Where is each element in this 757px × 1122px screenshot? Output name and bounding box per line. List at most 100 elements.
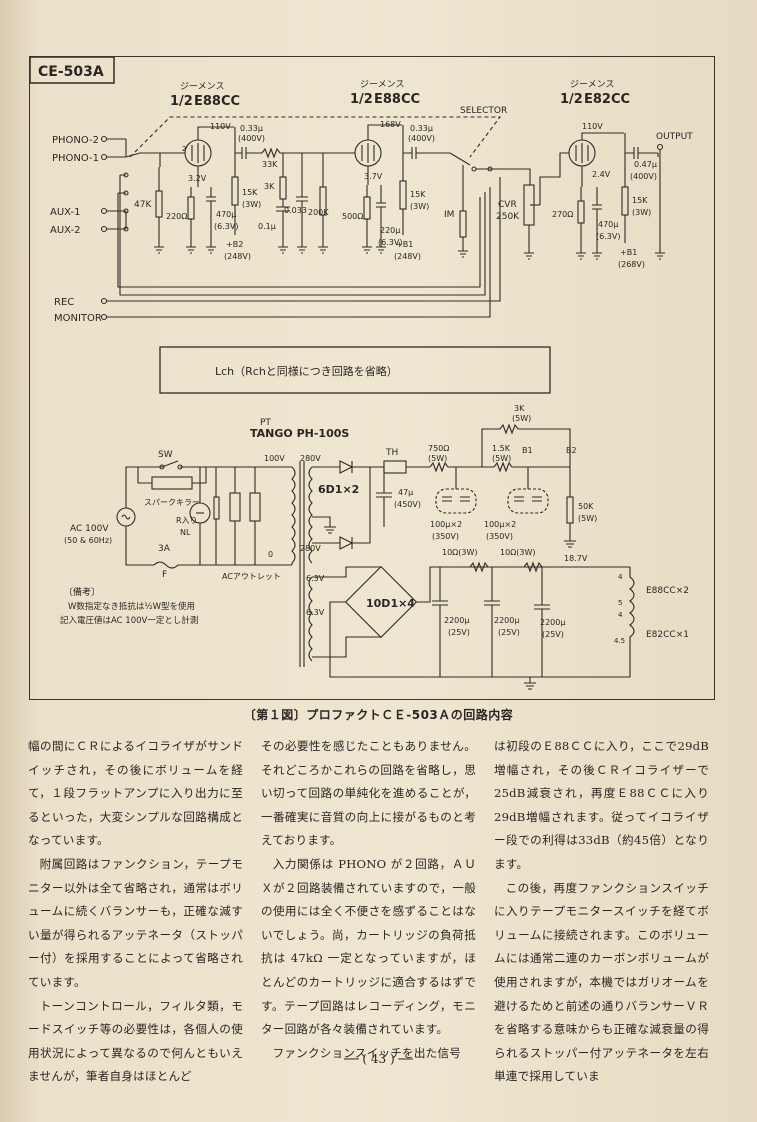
svg-text:2: 2 [182,145,186,153]
svg-text:(350V): (350V) [432,532,459,541]
svg-text:+B1: +B1 [620,248,637,257]
svg-text:(450V): (450V) [394,500,421,509]
svg-text:280V: 280V [300,544,321,553]
svg-text:(248V): (248V) [224,252,251,261]
svg-text:+B1: +B1 [396,240,413,249]
svg-text:10Ω(3W): 10Ω(3W) [442,548,478,557]
svg-text:R入り: R入り [176,516,198,525]
tube2-maker: ジーメンス [360,80,404,90]
svg-text:3.2V: 3.2V [188,174,207,183]
svg-text:10Ω(3W): 10Ω(3W) [500,548,536,557]
svg-text:750Ω: 750Ω [428,444,449,453]
svg-text:B1: B1 [522,446,533,455]
svg-text:200K: 200K [308,208,329,217]
svg-text:250K: 250K [496,212,520,222]
tube1-maker: ジーメンス [180,82,224,92]
svg-text:220μ: 220μ [380,226,400,235]
svg-text:0.47μ: 0.47μ [634,160,657,169]
input-aux2: AUX-2 [50,225,80,236]
svg-text:PT: PT [260,418,271,428]
svg-text:(5W): (5W) [492,454,511,463]
svg-text:CVR: CVR [498,200,517,210]
paragraph: 附属回路はファンクション，テープモニター以外は全て省略され，通常はボリュームに続… [28,856,243,989]
note-line-1: W数指定なき抵抗は½W型を使用 [68,601,195,612]
model-label: CE-503A [38,64,104,80]
svg-text:3.7V: 3.7V [364,172,383,181]
svg-text:280V: 280V [300,454,321,463]
input-phono2: PHONO-2 [52,135,99,146]
selector-label: SELECTOR [460,106,507,116]
svg-text:2200μ: 2200μ [444,616,469,625]
svg-text:(400V): (400V) [408,134,435,143]
svg-text:18.7V: 18.7V [564,554,588,563]
svg-text:0: 0 [268,550,273,559]
svg-text:NL: NL [180,528,191,537]
svg-text:TH: TH [385,448,398,458]
svg-text:0.33μ: 0.33μ [240,124,263,133]
svg-text:5: 5 [618,599,622,607]
svg-text:(25V): (25V) [498,628,520,637]
svg-text:500Ω: 500Ω [342,212,363,221]
svg-text:4.5: 4.5 [614,637,625,645]
svg-text:(400V): (400V) [630,172,657,181]
lch-note-box [159,346,551,394]
svg-text:B2: B2 [566,446,577,455]
svg-text:270Ω: 270Ω [552,210,573,219]
svg-text:SW: SW [158,450,173,460]
svg-text:15K: 15K [632,196,648,205]
svg-text:470μ: 470μ [216,210,236,219]
svg-text:(248V): (248V) [394,252,421,261]
text-column-2: その必要性を感じたこともありません。それどころかこれらの回路を省略し，思い切って… [261,735,476,1065]
svg-text:47μ: 47μ [398,488,413,497]
svg-text:(6.3V): (6.3V) [596,232,620,241]
svg-text:ACアウトレット: ACアウトレット [222,572,281,581]
paragraph: ファンクションスイッチを出た信号 [272,1045,462,1060]
paragraph: 幅の間にＣＲによるイコライザがサンドイッチされ，その後にボリュームを経て，１段フ… [28,739,243,848]
svg-text:110V: 110V [582,122,603,131]
paragraph: は初段のＥ88ＣＣに入り，ここで29dB増幅され，その後ＣＲイコライザーで25d… [494,739,709,871]
svg-text:3K: 3K [264,182,275,191]
svg-text:100μ×2: 100μ×2 [430,520,462,529]
note-line-2: 記入電圧値はAC 100V一定とし計測 [60,615,198,626]
svg-text:6.3V: 6.3V [306,608,325,617]
selector-dashed [129,116,502,158]
input-aux1: AUX-1 [50,207,80,218]
svg-text:IM: IM [444,210,454,220]
schematic-svg: CE-503A ジーメンス 1/2 E88CC ジーメンス 1/2 E88CC … [29,56,693,690]
svg-text:(25V): (25V) [542,630,564,639]
svg-text:15K: 15K [242,188,258,197]
input-phono1: PHONO-1 [52,153,99,164]
svg-text:(6.3V): (6.3V) [378,238,402,247]
tube3-maker: ジーメンス [570,80,614,90]
figure-caption: 〔第１図〕プロファクトＣＥ-503Ａの回路内容 [243,708,514,722]
svg-text:(5W): (5W) [578,514,597,523]
svg-text:3K: 3K [514,404,525,413]
tube3-fraction: 1/2 [560,92,583,107]
svg-text:47K: 47K [134,200,152,210]
svg-text:0.1μ: 0.1μ [258,222,276,231]
page-number: ── ( 43 ) ── [344,1052,413,1066]
svg-text:50K: 50K [578,502,594,511]
input-rec: REC [54,297,74,308]
svg-text:(3W): (3W) [410,202,429,211]
tube2-fraction: 1/2 [350,92,373,107]
svg-text:(3W): (3W) [632,208,651,217]
svg-text:(3W): (3W) [242,200,261,209]
svg-text:15K: 15K [410,190,426,199]
svg-text:0.033: 0.033 [284,206,307,215]
svg-text:0.33μ: 0.33μ [410,124,433,133]
paragraph: その必要性を感じたこともありません。それどころかこれらの回路を省略し，思い切って… [261,739,476,848]
svg-text:100μ×2: 100μ×2 [484,520,516,529]
svg-text:10D1×4: 10D1×4 [366,597,415,610]
svg-text:4: 4 [618,611,623,619]
svg-text:2200μ: 2200μ [540,618,565,627]
svg-text:(5W): (5W) [512,414,531,423]
svg-text:E82CC×1: E82CC×1 [646,630,689,640]
svg-text:33K: 33K [262,160,278,169]
tube1-fraction: 1/2 [170,94,193,109]
input-monitor: MONITOR [54,313,102,324]
svg-text:(5W): (5W) [428,454,447,463]
paragraph: この後，再度ファンクションスイッチに入りテープモニタースイッチを経てボリュームに… [494,880,709,1084]
circuit-figure: CE-503A ジーメンス 1/2 E88CC ジーメンス 1/2 E88CC … [29,56,715,700]
